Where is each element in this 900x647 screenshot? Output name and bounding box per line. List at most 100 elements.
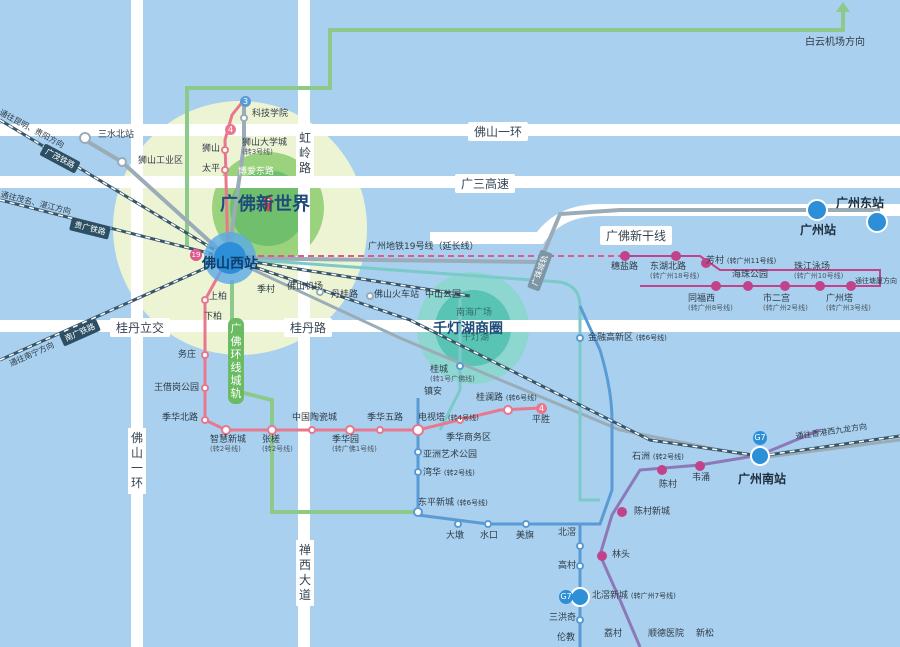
hub-xinshijie: 广佛新世界: [220, 194, 310, 215]
station-wangshigang: 王借岗公园: [154, 383, 200, 393]
hub-guangzhou-east: 广州东站: [836, 196, 885, 210]
road-label-guidan-jct: 桂丹立交: [110, 318, 171, 337]
to-tangxia-label: 通往塘厦方向: [855, 277, 897, 285]
station-fangcun: 芳村 (转广州11号线): [706, 256, 777, 266]
station-shishan: 狮山: [202, 144, 221, 154]
road-label-honglin: 虹岭路: [296, 128, 314, 179]
station-zhen-an: 镇安: [424, 387, 443, 397]
road-guidan: [0, 320, 900, 332]
station-jihuayuan: 季华园(转广佛1号线): [332, 435, 377, 454]
guangzhou-east-node: [866, 211, 888, 233]
guangzhou-station-node: [806, 199, 828, 221]
station-xinsong: 新松: [696, 629, 715, 639]
rail-nanning-ticks: [0, 257, 229, 361]
purple-line: [598, 428, 821, 647]
road-label-guangsan: 广三高速: [455, 174, 516, 193]
rail-hongkong-ticks: [759, 435, 900, 457]
station-weiyong: 韦涌: [692, 473, 711, 483]
station-shangbai: 上柏: [209, 292, 228, 302]
g7-badge-south: G7: [753, 431, 767, 445]
location-pin-icon: [263, 196, 273, 212]
foshan-west-core: [214, 242, 246, 274]
line19-badge: 19: [190, 249, 202, 261]
station-nanhai-square: 南海广场: [456, 308, 493, 318]
station-meiqi: 美旗: [516, 531, 535, 541]
station-dianshita: 电视塔 (转4号线): [418, 413, 479, 423]
station-canton-tower: 广州塔(转广州3号线): [826, 294, 871, 313]
station-dots: [201, 146, 513, 436]
station-licun: 荔村: [604, 629, 623, 639]
station-guilan: 桂澜路 (转6号线): [476, 393, 537, 403]
guangzhou-south-node: [750, 446, 770, 466]
rail-kunming-ticks: [0, 119, 761, 457]
station-haizhu-park: 海珠公园: [732, 270, 769, 280]
station-shuikou: 水口: [480, 531, 499, 541]
g7-badge-beijiao: G7: [559, 590, 573, 604]
hub-guangzhou-station: 广州站: [800, 223, 837, 237]
station-dots-y: [597, 251, 856, 561]
direction-airport: 白云机场方向: [805, 37, 865, 48]
hub-qiandenghu: 千灯湖商圈: [433, 321, 503, 337]
station-dadun: 大墩: [446, 531, 465, 541]
road-label-foshan-ring: 佛山一环: [468, 122, 529, 141]
metro19-label: 广州地铁19号线（延长线）: [368, 242, 479, 252]
station-jinrong: 金融高新区 (转6号线): [588, 333, 667, 343]
station-jicun: 季村: [257, 285, 276, 295]
station-wanhua: 湾华 (转2号线): [423, 468, 475, 478]
hub-foshan-west: 佛山西站: [202, 256, 258, 272]
beijiao-new-node: [570, 587, 590, 607]
station-qiandenghu: 千灯湖: [462, 333, 490, 343]
gray-line-south: [227, 256, 900, 460]
station-chencun: 陈村: [659, 480, 678, 490]
gray-line-guangzhou: [227, 208, 880, 265]
station-taiping: 太平: [202, 164, 221, 174]
station-chencun-new: 陈村新城: [634, 507, 671, 517]
station-guicheng: 桂城(转1号广佛线): [430, 365, 475, 384]
station-wuzhuang: 务庄: [178, 350, 197, 360]
station-zhangcha: 张槎(转2号线): [262, 435, 293, 454]
station-zhihui: 智慧新城(转2号线): [210, 435, 247, 454]
road-label-chanxi: 禅西大道: [296, 540, 314, 606]
station-beijiao-new: 北滘新城 (转广州7号线): [592, 591, 676, 601]
station-jihua-business: 季华商务区: [446, 433, 492, 443]
foshan-loop-label: 广佛环线城轨: [228, 318, 244, 404]
station-shishan-industry: 狮山工业区: [138, 156, 184, 166]
teal-line-2: [438, 290, 462, 431]
airport-line: [185, 8, 845, 248]
airport-arrow: [836, 2, 850, 12]
road-label-ring-vertical: 佛山一环: [128, 428, 146, 494]
station-zhongshan-park: 中山公园: [425, 290, 462, 300]
teal-line: [227, 256, 600, 502]
station-foshan-huoche: 佛山火车站: [374, 290, 420, 300]
road-label-guangfo-xin: 广佛新干线: [600, 226, 673, 245]
station-sanhongqi: 三洪奇: [549, 613, 577, 623]
station-tongfu-west: 同福西(转广州8号线): [688, 294, 733, 313]
station-lunjiao: 伦教: [557, 633, 576, 643]
hub-guangzhou-south: 广州南站: [738, 472, 787, 486]
station-pingsheng: 平胜: [532, 415, 551, 425]
station-dots-gray: [79, 114, 374, 300]
rail-kunming: [0, 118, 761, 458]
station-shizhou: 石洲 (转2号线): [632, 452, 684, 462]
station-ceramics: 中国陶瓷城: [292, 413, 338, 423]
station-foshan-airport: 佛山机场: [287, 282, 324, 292]
station-sanshui-north: 三水北站: [98, 130, 135, 140]
station-danguilu: 丹桂路: [331, 290, 359, 300]
station-shishan-univ: 狮山大学城(转3号线): [242, 138, 288, 157]
station-linzhou: 林头: [612, 550, 631, 560]
station-gaocun: 高村: [558, 561, 577, 571]
station-dongping: 东平新城 (转6号线): [418, 498, 488, 508]
line3-badge: 3: [240, 96, 251, 107]
station-zhujiang-new: 珠江泳场(转广州10号线): [794, 262, 844, 281]
line4a-badge: 4: [225, 124, 236, 135]
station-shaoyan: 穗盐路: [611, 262, 639, 272]
station-keji: 科技学院: [252, 109, 289, 119]
station-shunde-hosp: 顺德医院: [648, 629, 685, 639]
station-boai-east: 博爱东路: [238, 167, 275, 177]
metro19-solid: [620, 255, 881, 287]
station-shierong: 市二宫(转广州2号线): [763, 294, 808, 313]
station-beijiao: 北滘: [558, 528, 577, 538]
station-donghu-north: 东湖北路(转广州18号线): [650, 262, 700, 281]
line4b-badge: 4: [536, 403, 547, 414]
